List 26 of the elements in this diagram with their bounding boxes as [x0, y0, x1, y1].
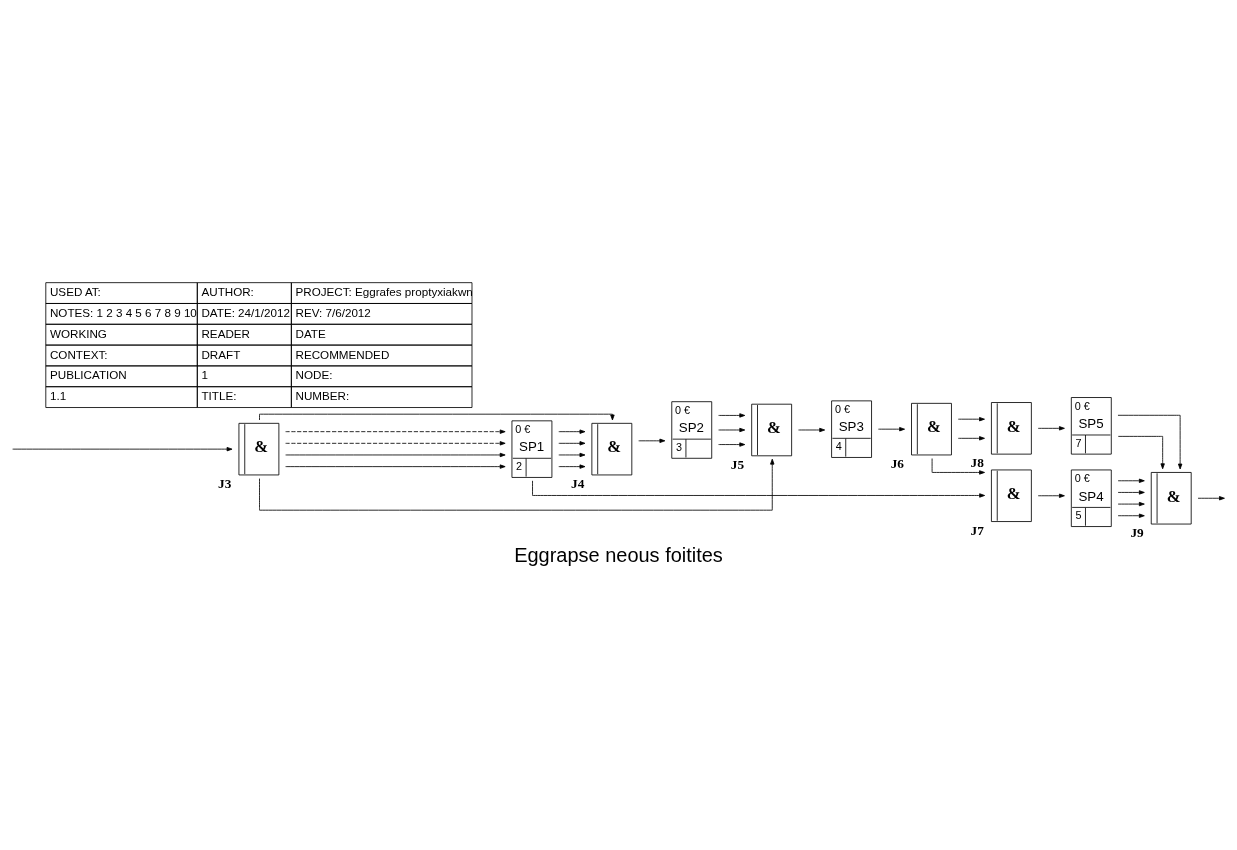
label: CONTEXT:: [49, 347, 108, 361]
node-label: J8: [970, 455, 984, 471]
label: PUBLICATION: [49, 368, 127, 382]
label: REV: 7/6/2012: [295, 305, 371, 319]
node-label: J3: [218, 476, 232, 492]
label: NOTES: 1 2 3 4 5 6 7 8 9 10: [49, 305, 197, 319]
diagram-title: Eggrapse neous foitites: [514, 543, 723, 566]
label: NODE:: [295, 368, 333, 382]
label: DRAFT: [201, 347, 241, 361]
label: DATE: 24/1/2012: [201, 305, 290, 319]
label: PROJECT: Eggrafes proptyxiakwn: [295, 285, 473, 299]
label: 1.1: [49, 389, 67, 403]
node-label: J7: [970, 522, 984, 538]
node-label: J6: [890, 456, 904, 472]
node-label: J4: [571, 476, 585, 492]
node-label: J5: [730, 456, 745, 472]
label: 1: [201, 368, 208, 382]
label: READER: [201, 326, 250, 340]
label: USED AT:: [49, 285, 101, 299]
node-label: J9: [1130, 525, 1144, 541]
label: NUMBER:: [295, 389, 350, 403]
label: TITLE:: [201, 389, 237, 403]
label: DATE: [295, 326, 326, 340]
label: WORKING: [49, 326, 107, 340]
label: AUTHOR:: [201, 285, 254, 299]
label: RECOMMENDED: [295, 347, 390, 361]
